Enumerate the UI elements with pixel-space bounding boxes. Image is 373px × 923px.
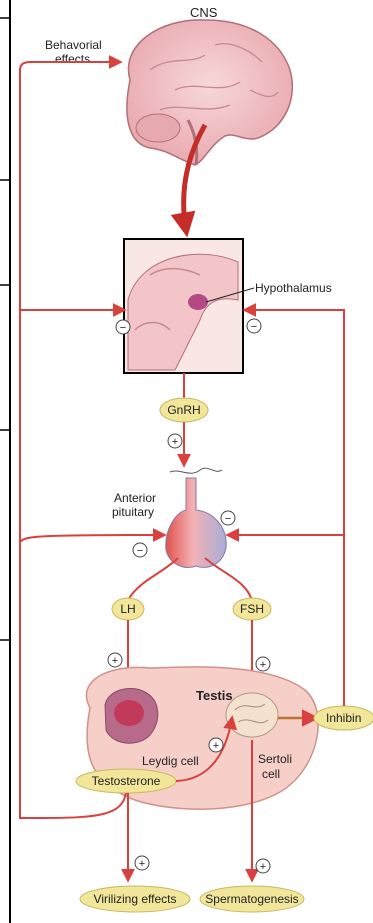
plus-virilizing: + (139, 858, 145, 870)
brain-illustration (127, 20, 292, 230)
minus-hypothalamus-left: − (120, 322, 126, 334)
testis-label: Testis (196, 688, 233, 703)
plus-fsh: + (260, 659, 266, 671)
virilizing-label: Virilizing effects (94, 892, 177, 906)
inhibin-label: Inhibin (326, 711, 361, 725)
plus-gnrh: + (172, 436, 178, 448)
minus-pituitary-left: − (137, 545, 143, 557)
anterior-label-1: Anterior (114, 491, 156, 505)
hypothalamus-box (124, 239, 243, 373)
testosterone-label: Testosterone (92, 774, 161, 788)
minus-hypothalamus-right: − (251, 321, 257, 333)
hypothalamus-label: Hypothalamus (255, 281, 332, 295)
left-frame (0, 0, 10, 923)
leydig-label: Leydig cell (142, 754, 199, 768)
minus-pituitary-right: − (225, 513, 231, 525)
pituitary-illustration (166, 468, 226, 567)
anterior-label-2: pituitary (112, 505, 154, 519)
plus-lh: + (112, 655, 118, 667)
sertoli-label-2: cell (262, 767, 280, 781)
behavioral-label-1: Behavorial (45, 38, 102, 52)
sertoli-label-1: Sertoli (258, 752, 292, 766)
plus-testosterone-sertoli: + (213, 740, 219, 752)
gnrh-label: GnRH (167, 403, 200, 417)
fsh-label: FSH (240, 602, 264, 616)
lh-label: LH (120, 602, 135, 616)
cns-label: CNS (190, 5, 218, 20)
behavioral-label-2: effects (55, 52, 90, 66)
spermatogenesis-label: Spermatogenesis (205, 892, 298, 906)
sertoli-cell-shape (226, 693, 278, 737)
plus-spermatogenesis: + (260, 861, 266, 873)
